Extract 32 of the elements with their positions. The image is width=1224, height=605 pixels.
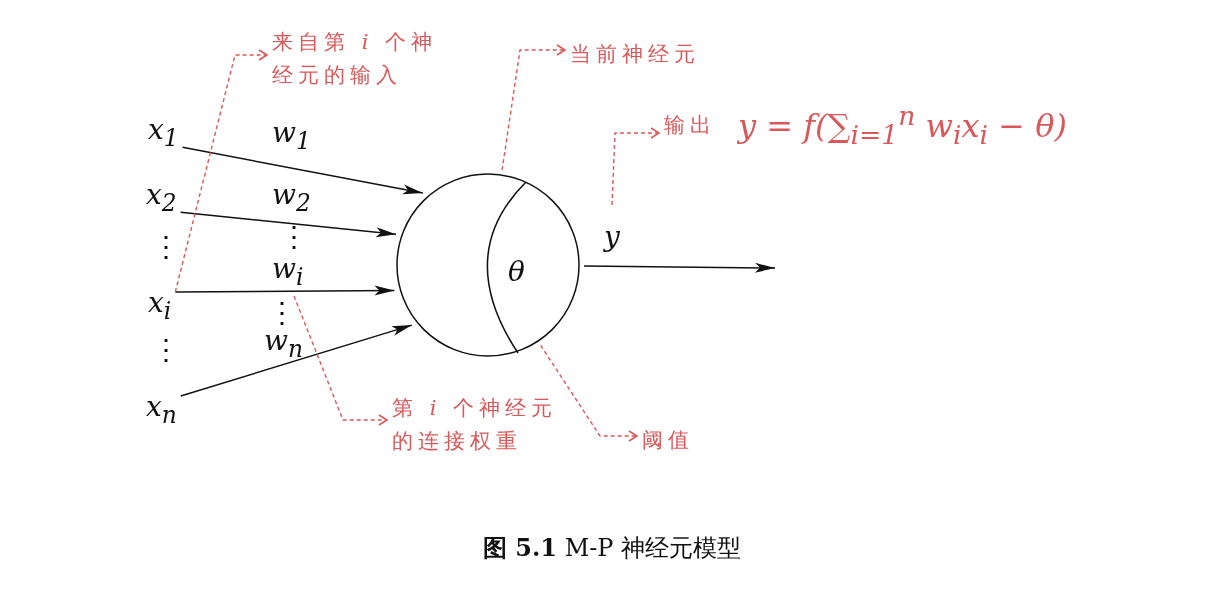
arrow <box>174 285 396 296</box>
output-formula: y = f(∑$_{i=1}$$^{n}$ w$_{i}$x$_{i}$ − θ) <box>738 100 1067 151</box>
input-label: x$_{n}$ <box>146 392 177 429</box>
arrow <box>181 146 424 195</box>
annotation-text: 来自第 i 个神经元的输入 <box>272 26 462 92</box>
annotation-text: 阈值 <box>642 424 742 457</box>
arrow <box>180 324 413 397</box>
leader-line <box>174 49 268 293</box>
leader-line <box>501 44 566 171</box>
weight-label: w$_{1}$ <box>272 118 311 155</box>
ellipsis-dots: ⋮ <box>152 232 180 263</box>
output-label: y <box>604 222 620 253</box>
weight-label: w$_{2}$ <box>272 180 311 217</box>
output-caption: 输出 <box>664 112 716 139</box>
neuron-circle <box>396 173 580 357</box>
annotation-text: 第 i 个神经元的连接权重 <box>392 392 577 458</box>
leader-line <box>539 344 638 442</box>
ellipsis-dots: ⋮ <box>152 335 180 366</box>
leader-line <box>611 127 660 206</box>
figure-caption: 图 5.1 M-P 神经元模型 <box>481 532 743 564</box>
annotation-text: 当前神经元 <box>570 38 770 71</box>
arrow <box>179 211 397 238</box>
leader-line <box>293 295 388 426</box>
arrow <box>583 262 776 273</box>
ellipsis-dots: ⋮ <box>268 298 296 329</box>
weight-label: w$_{n}$ <box>264 326 303 363</box>
input-label: x$_{1}$ <box>148 115 179 152</box>
input-label: x$_{i}$ <box>148 288 172 325</box>
ellipsis-dots: ⋮ <box>280 222 308 253</box>
weight-label: w$_{i}$ <box>272 254 304 291</box>
input-label: x$_{2}$ <box>146 180 177 217</box>
threshold-symbol: θ <box>508 257 525 288</box>
